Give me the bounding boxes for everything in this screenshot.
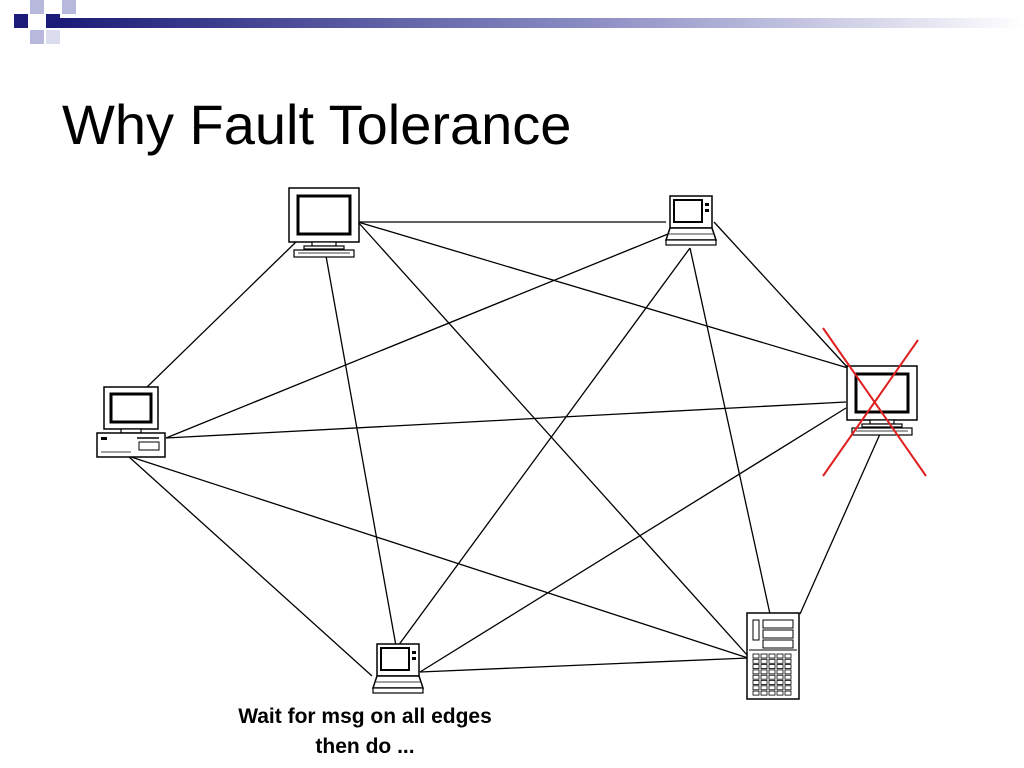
server-vent (784, 669, 792, 675)
network-edge-desktop-left-server-tower (127, 455, 749, 659)
network-edge-laptop-bottom-server-tower (419, 657, 749, 673)
server-vent (784, 690, 792, 696)
header-gradient-bar (60, 18, 1024, 28)
server-vent (752, 658, 760, 664)
server-vent (768, 685, 776, 691)
network-edge-laptop-top-laptop-bottom (397, 247, 691, 647)
server-vent (776, 680, 784, 685)
slide-caption: Wait for msg on all edges then do ... (180, 702, 550, 762)
server-vent (768, 680, 776, 685)
server-vent (784, 653, 792, 659)
server-vent (760, 690, 768, 696)
header-square (62, 0, 76, 14)
header-decoration (14, 0, 1024, 44)
slide-title: Why Fault Tolerance (62, 93, 572, 156)
server-vent (760, 653, 768, 659)
network-edge-crt-top-server-tower (357, 221, 749, 657)
server-vent (760, 664, 768, 670)
server-vent (784, 658, 792, 664)
server-vent (752, 669, 760, 675)
server-vent (760, 669, 768, 675)
failure-x-mark (822, 327, 927, 477)
server-vent (768, 674, 776, 680)
laptop-icon (371, 643, 425, 694)
crt-monitor-icon (288, 187, 360, 258)
laptop-icon (664, 195, 718, 246)
network-edge-crt-right-server-tower (799, 433, 881, 615)
header-square (30, 30, 44, 44)
server-vent (752, 680, 760, 685)
network-edge-laptop-top-server-tower (689, 247, 771, 615)
caption-line-1: Wait for msg on all edges (238, 705, 492, 728)
server-vent (776, 685, 784, 691)
server-vent (752, 653, 760, 659)
network-edge-crt-top-laptop-bottom (325, 255, 397, 647)
server-vent (776, 690, 784, 696)
network-edge-laptop-top-crt-right (713, 221, 849, 369)
server-vent (768, 653, 776, 659)
server-vent (760, 685, 768, 691)
server-vent (752, 685, 760, 691)
server-vent (760, 674, 768, 680)
edges-layer (127, 221, 881, 677)
server-vent (752, 674, 760, 680)
server-vent (776, 664, 784, 670)
header-square (46, 30, 60, 44)
server-vent (784, 664, 792, 670)
network-edge-crt-top-desktop-left (145, 239, 299, 389)
server-vent (768, 658, 776, 664)
network-edge-desktop-left-crt-right (165, 401, 847, 439)
server-vent (760, 658, 768, 664)
server-vent (752, 664, 760, 670)
server-vent (776, 658, 784, 664)
network-edge-laptop-top-desktop-left (165, 233, 669, 439)
network-edge-desktop-left-laptop-bottom (127, 455, 373, 677)
desktop-computer-icon (96, 386, 166, 458)
server-tower-icon (746, 612, 800, 700)
network-edge-crt-right-laptop-bottom (419, 407, 847, 673)
header-square (30, 0, 44, 14)
server-vent (768, 690, 776, 696)
server-vent (784, 680, 792, 685)
server-vent (768, 664, 776, 670)
server-vent (768, 669, 776, 675)
server-vent-grid (752, 653, 792, 696)
server-vent (776, 674, 784, 680)
header-square (14, 14, 28, 28)
server-vent (776, 669, 784, 675)
server-vent (752, 690, 760, 696)
caption-line-2: then do ... (315, 735, 415, 758)
network-edge-crt-top-crt-right (357, 221, 849, 369)
header-square (46, 14, 60, 28)
server-vent (784, 674, 792, 680)
server-vent (776, 653, 784, 659)
server-vent (784, 685, 792, 691)
server-vent (760, 680, 768, 685)
